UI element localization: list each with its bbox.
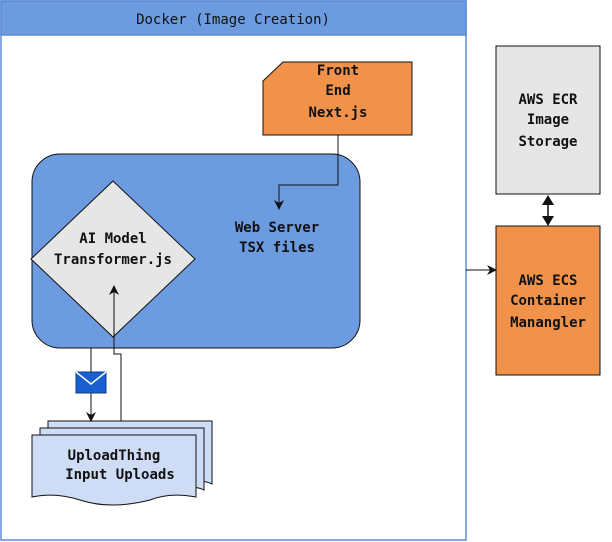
ecs-arrowhead-down [542, 216, 554, 226]
aws-ecs-label-line2: Container [510, 293, 586, 309]
frontend-node[interactable]: Front End Next.js [262, 61, 413, 136]
frontend-label-line3: Next.js [308, 105, 367, 121]
uploads-label-line2: Input Uploads [65, 467, 175, 483]
ai-model-node[interactable]: AI Model Transformer.js [30, 180, 196, 338]
ai-model-label-line1: AI Model [79, 231, 146, 247]
uploads-node[interactable]: UploadThing Input Uploads [31, 420, 213, 506]
uploads-label-line1: UploadThing [68, 448, 161, 464]
aws-ecs-label-line3: Manangler [510, 315, 586, 331]
frontend-label-line2: End [325, 83, 350, 99]
uploads-to-ai-model-connector [109, 285, 122, 421]
docker-title: Docker (Image Creation) [136, 12, 330, 28]
docker-header [0, 0, 467, 36]
frontend-label-line1: Front [317, 63, 359, 79]
aws-ecr-label-line1: AWS ECR [518, 92, 578, 108]
web-server-label-line2: TSX files [239, 240, 315, 256]
aws-ecs-label-line1: AWS ECS [518, 273, 577, 289]
frontend-to-webserver-connector [274, 135, 339, 210]
aws-ecr-label-line3: Storage [518, 134, 577, 150]
aws-ecr-label-line2: Image [527, 112, 569, 128]
envelope-icon [75, 371, 107, 394]
aws-ecs-node[interactable]: AWS ECS Container Manangler [495, 225, 601, 376]
ecr-arrowhead-up [542, 195, 554, 205]
web-server-label-line1: Web Server [235, 220, 319, 236]
ai-model-label-line2: Transformer.js [54, 252, 172, 268]
aws-ecr-node[interactable]: AWS ECR Image Storage [495, 45, 601, 195]
